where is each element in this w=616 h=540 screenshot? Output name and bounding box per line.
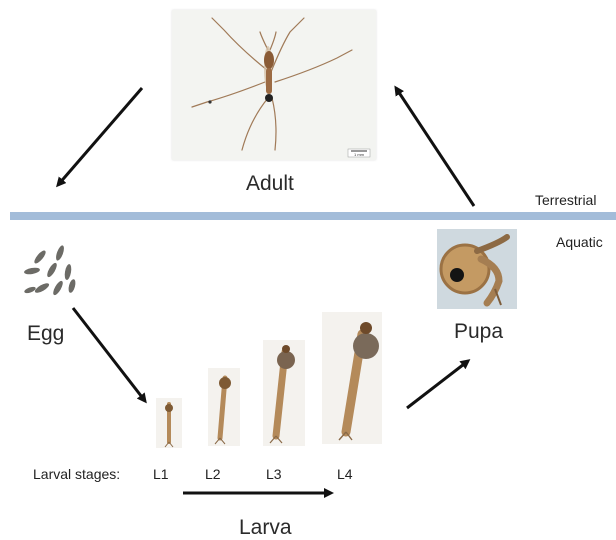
larva-l2-image: [208, 368, 240, 446]
arrow-egg-to-larva: [73, 308, 145, 401]
arrow-larva-to-pupa: [407, 361, 468, 408]
larva-l4-image: [322, 312, 382, 444]
arrow-adult-to-egg: [58, 88, 142, 185]
egg-cluster: [24, 244, 77, 296]
larva-l3-image: [263, 340, 305, 446]
larva-l1-image: [156, 398, 182, 448]
arrow-pupa-to-adult: [396, 88, 474, 206]
